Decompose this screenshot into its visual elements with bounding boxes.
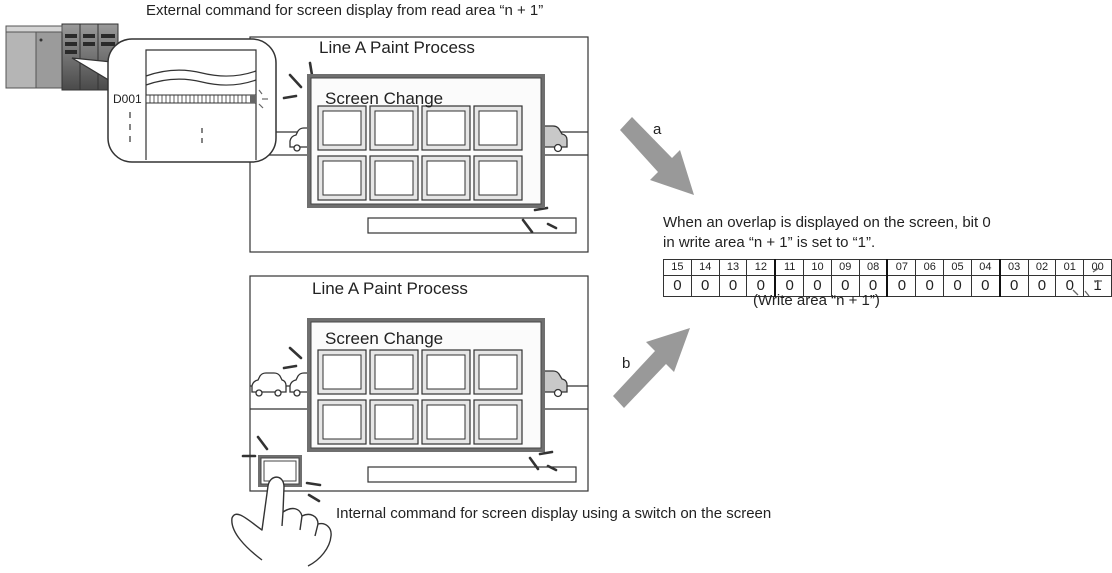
bit-header-cell: 07 — [886, 259, 917, 276]
register-label: D001 — [113, 92, 142, 106]
car-icon — [251, 372, 287, 397]
bit-header-cell: 14 — [690, 259, 720, 276]
screen-button-face — [322, 110, 362, 146]
bit-value-cell: 0 — [970, 275, 1001, 297]
bit-header-cell: 10 — [803, 259, 832, 276]
bit-value-cell: 0 — [1027, 275, 1057, 297]
bit-header-cell: 00 — [1083, 259, 1112, 276]
screen-button-face — [322, 354, 362, 390]
bit-value-cell: 0 — [803, 275, 832, 297]
bit-value-cell: 0 — [886, 275, 917, 297]
screen-button-face — [478, 160, 518, 196]
screen-button-face — [374, 404, 414, 440]
arrow-a-label: a — [653, 121, 662, 138]
arrow-a — [620, 117, 694, 195]
arrow-b-label: b — [622, 355, 631, 372]
top-caption: External command for screen display from… — [146, 2, 544, 19]
screen-button-face — [478, 110, 518, 146]
bit-value-cell: 0 — [915, 275, 945, 297]
bit-value-cell: 0 — [718, 275, 748, 297]
bit-header-cell: 08 — [858, 259, 888, 276]
panel-a-window-title: Screen Change — [325, 89, 444, 108]
bottom-caption: Internal command for screen display usin… — [336, 505, 772, 522]
bit-header-cell: 02 — [1027, 259, 1057, 276]
bit-value-cell: 0 — [943, 275, 972, 297]
panel-a-title: Line A Paint Process — [319, 38, 475, 57]
bit-header-cell: 09 — [830, 259, 860, 276]
bit-value-cell: 1 — [1083, 275, 1112, 297]
screen-button-face — [322, 404, 362, 440]
screen-button-face — [374, 110, 414, 146]
bit-value-cell: 0 — [663, 275, 692, 297]
bit-header-cell: 15 — [663, 259, 692, 276]
bit-header-cell: 11 — [774, 259, 805, 276]
magnified-screen-callout — [107, 38, 277, 163]
bit-value-cell: 0 — [690, 275, 720, 297]
screen-change-window — [307, 74, 545, 208]
arrow-b — [613, 328, 690, 408]
panel-b-title: Line A Paint Process — [312, 279, 468, 298]
bit-value-cell: 0 — [774, 275, 805, 297]
screen-button-face — [426, 404, 466, 440]
screen-button-face — [426, 110, 466, 146]
description-line-2: in write area “n + 1” is set to “1”. — [663, 234, 876, 251]
panel-b-window-title: Screen Change — [325, 329, 444, 348]
screen-button-face — [322, 160, 362, 196]
description-line-1: When an overlap is displayed on the scre… — [663, 214, 991, 231]
screen-button-face — [374, 354, 414, 390]
write-area-caption: (Write area “n + 1”) — [753, 292, 880, 309]
screen-button-face — [374, 160, 414, 196]
plc-device — [5, 23, 119, 91]
bit-header-cell: 03 — [998, 259, 1029, 276]
bottom-panel-screen — [241, 275, 589, 503]
bit-header-cell: 13 — [718, 259, 748, 276]
bit-header-cell: 01 — [1055, 259, 1085, 276]
screen-change-window — [307, 318, 545, 452]
bit-header-cell: 04 — [970, 259, 1001, 276]
hand-icon — [231, 476, 332, 567]
bit-header-cell: 06 — [915, 259, 945, 276]
bit-value-cell: 0 — [1055, 275, 1085, 297]
screen-button-face — [478, 404, 518, 440]
screen-button-face — [478, 354, 518, 390]
bit-value-cell: 0 — [998, 275, 1029, 297]
top-panel-screen — [249, 36, 589, 253]
bit-header-cell: 12 — [746, 259, 776, 276]
screen-button-face — [426, 354, 466, 390]
bit-header-cell: 05 — [943, 259, 972, 276]
screen-button-face — [426, 160, 466, 196]
